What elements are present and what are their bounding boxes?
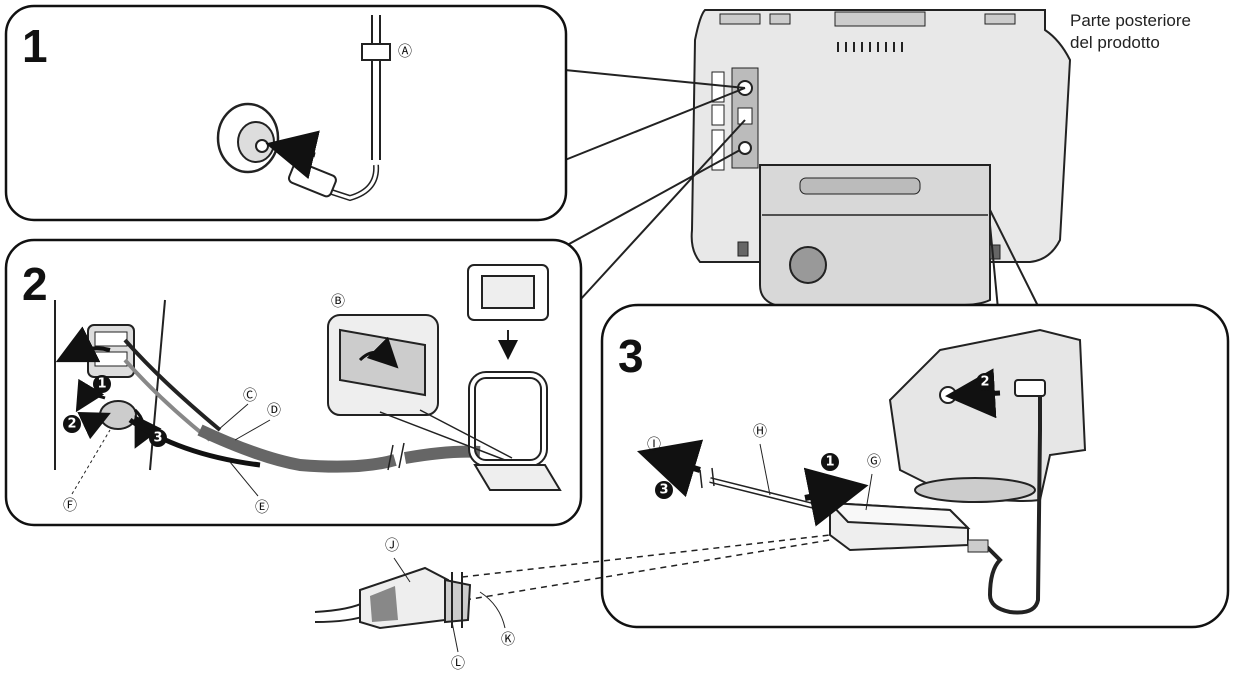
label-L: Ⓛ: [451, 656, 465, 672]
insert-arrow-icon: [265, 130, 320, 180]
label-D: Ⓓ: [267, 403, 281, 419]
label-K: Ⓚ: [501, 632, 515, 648]
label-I: Ⓘ: [647, 437, 661, 453]
panel-3: 3 2 1 3 Ⓘ Ⓗ Ⓖ: [600, 303, 1230, 629]
step-3-marker: 3: [153, 431, 162, 446]
caption-line-2: del prodotto: [1070, 33, 1160, 52]
caption-line-1: Parte posteriore: [1070, 11, 1191, 30]
label-E: Ⓔ: [255, 500, 269, 516]
label-G: Ⓖ: [867, 454, 881, 470]
label-H: Ⓗ: [753, 424, 767, 440]
label-C: Ⓒ: [243, 388, 257, 404]
panel-3-number: 3: [618, 330, 644, 382]
label-J: Ⓙ: [385, 538, 399, 554]
panel-1: 1 Ⓐ: [4, 4, 568, 222]
step-3-marker-panel3: 3: [659, 483, 668, 498]
step-1-marker: 1: [97, 377, 106, 392]
step-2-marker-panel3: 2: [980, 375, 989, 390]
zoom-connector-lines: [539, 69, 1041, 331]
label-F: Ⓕ: [63, 498, 77, 514]
open-clip-arrow-icon: [55, 326, 111, 363]
mains-plug: Ⓙ Ⓚ Ⓛ: [314, 534, 831, 672]
vent-slots: [837, 42, 903, 52]
product-back-caption: Parte posteriore del prodotto: [1070, 10, 1191, 54]
label-A: Ⓐ: [398, 44, 412, 60]
panel-2: 2 Ⓑ Ⓒ Ⓓ Ⓔ Ⓕ: [4, 238, 583, 527]
label-B: Ⓑ: [331, 294, 345, 310]
product-back-view: [690, 9, 1072, 306]
panel-1-number: 1: [22, 20, 48, 72]
panel-2-number: 2: [22, 258, 48, 310]
step-2-marker: 2: [67, 417, 76, 432]
step-1-marker-panel3: 1: [825, 455, 834, 470]
